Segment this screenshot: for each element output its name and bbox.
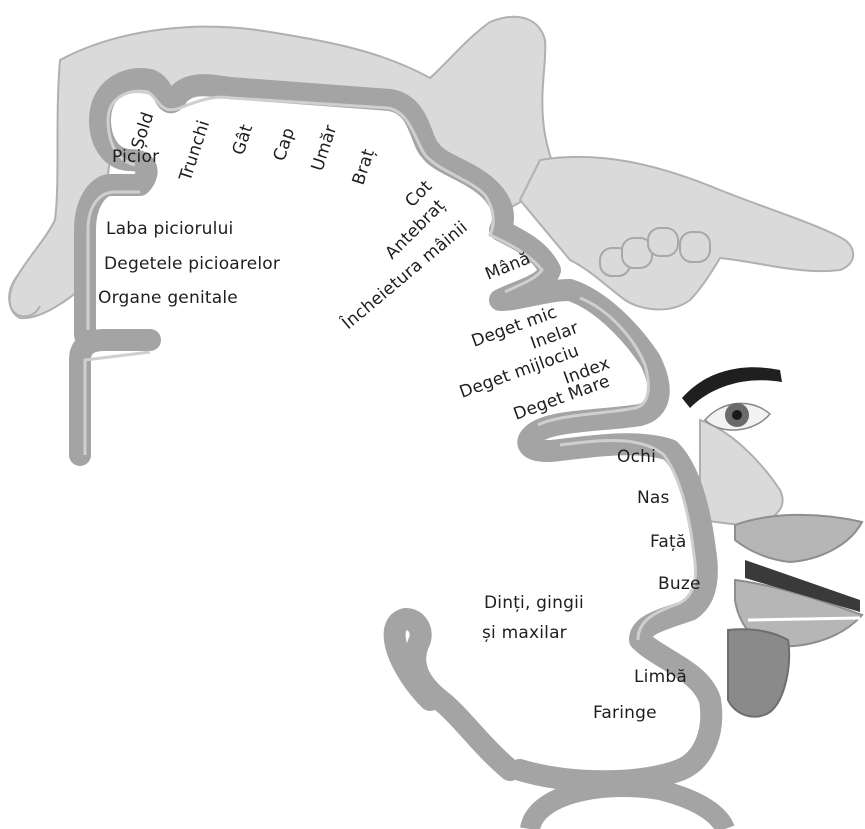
lips-icon xyxy=(735,515,862,646)
label-degetele-picioarelor: Degetele picioarelor xyxy=(104,254,280,274)
label-ochi: Ochi xyxy=(617,447,656,467)
homunculus-face-icon xyxy=(700,420,783,525)
eyebrow-icon xyxy=(682,367,782,408)
eye-icon xyxy=(705,403,770,430)
label-laba-piciorului: Laba piciorului xyxy=(106,219,233,239)
label-fata: Față xyxy=(650,532,687,552)
label-faringe: Faringe xyxy=(593,703,657,723)
tongue-icon xyxy=(728,629,789,716)
label-buze: Buze xyxy=(658,574,701,594)
temporal-lobe-outline xyxy=(530,787,725,829)
label-nas: Nas xyxy=(637,488,670,508)
label-picior: Picior xyxy=(112,147,159,167)
label-limba: Limbă xyxy=(634,667,687,687)
label-organe-genitale: Organe genitale xyxy=(98,288,238,308)
label-dinti-line2: și maxilar xyxy=(482,623,567,643)
label-dinti-line1: Dinți, gingii xyxy=(484,593,584,613)
